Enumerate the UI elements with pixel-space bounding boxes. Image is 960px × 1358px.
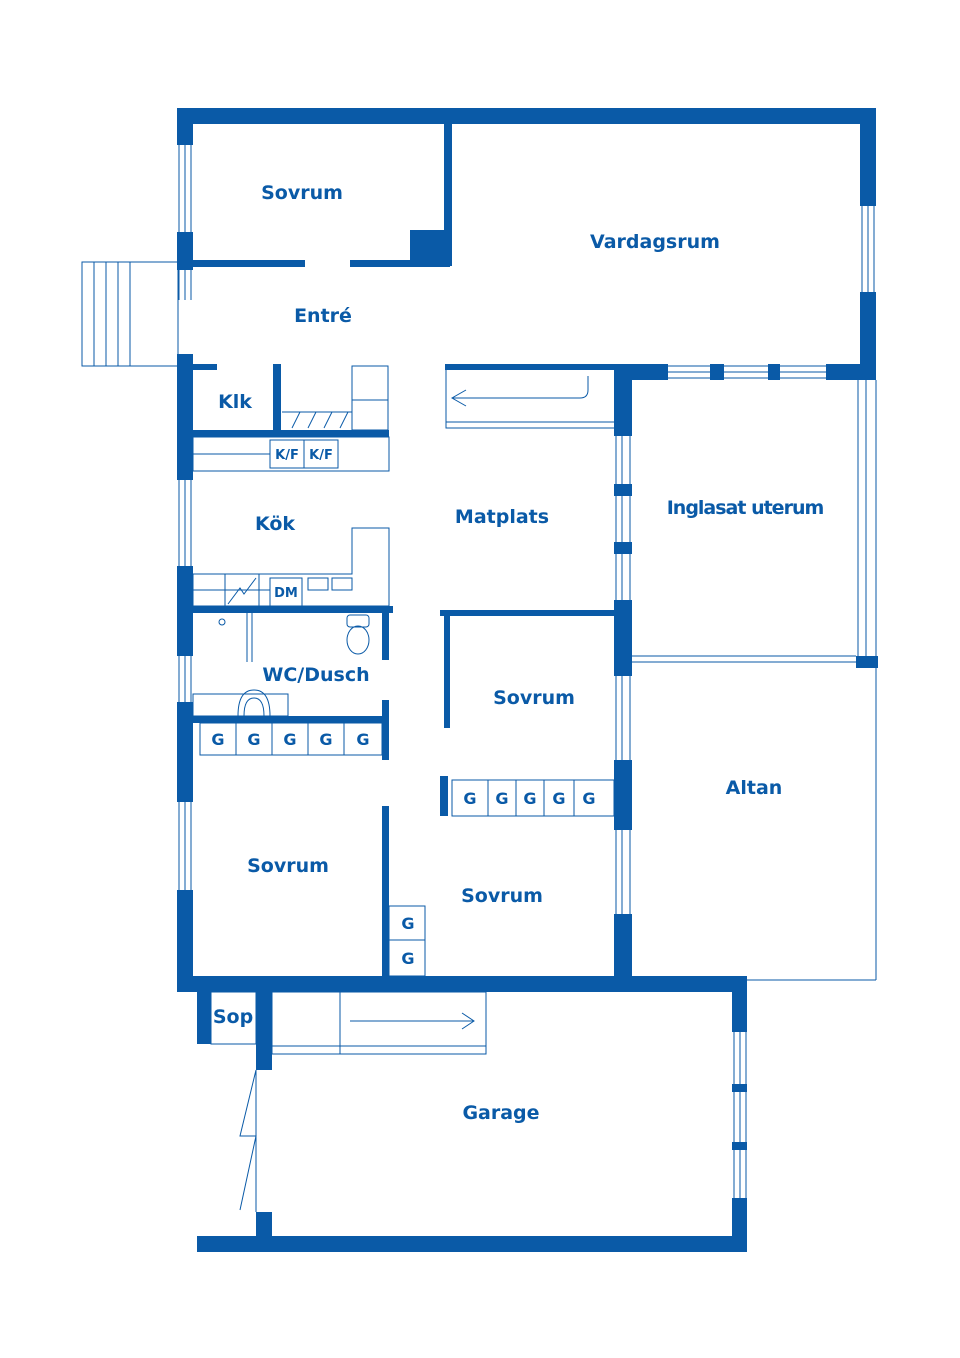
- label-kok: Kök: [255, 513, 295, 535]
- fixtures: [81, 261, 615, 1212]
- entrance-steps: [81, 261, 179, 367]
- wardrobe-a-door-2: G: [247, 730, 260, 749]
- wardrobe-a-door-5: G: [356, 730, 369, 749]
- outer-walls: [177, 108, 878, 1252]
- label-sovrum-bottom-center: Sovrum: [461, 885, 543, 907]
- labels: Sovrum Vardagsrum Entré Klk K/F K/F Kök …: [211, 182, 824, 1124]
- label-altan: Altan: [726, 777, 783, 799]
- garage-arrow: [350, 1012, 475, 1030]
- label-kf-1: K/F: [275, 448, 299, 463]
- wardrobe-b-door-1: G: [463, 789, 476, 808]
- label-klk: Klk: [218, 391, 252, 413]
- wardrobe-a: [199, 722, 383, 756]
- label-inglasat-uterum: Inglasat uterum: [667, 497, 824, 519]
- label-dm: DM: [274, 586, 298, 601]
- stair-arrow: [445, 370, 614, 429]
- label-sovrum-top: Sovrum: [261, 182, 343, 204]
- label-sop: Sop: [213, 1006, 253, 1028]
- label-entre: Entré: [294, 305, 352, 327]
- wardrobe-a-door-4: G: [319, 730, 332, 749]
- label-vardagsrum: Vardagsrum: [590, 231, 720, 253]
- label-garage: Garage: [462, 1102, 539, 1124]
- wardrobe-b-door-5: G: [582, 789, 595, 808]
- wardrobe-a-door-1: G: [211, 730, 224, 749]
- interior-walls: [193, 124, 630, 978]
- label-sovrum-bottom-left: Sovrum: [247, 855, 329, 877]
- wardrobe-c: [388, 905, 426, 977]
- label-matplats: Matplats: [455, 506, 549, 528]
- wardrobe-b-door-4: G: [552, 789, 565, 808]
- windows: [178, 145, 877, 1198]
- label-sovrum-mid: Sovrum: [493, 687, 575, 709]
- wardrobe-a-door-3: G: [283, 730, 296, 749]
- wardrobe-b: [451, 779, 615, 817]
- wardrobe-c-door-1: G: [401, 914, 414, 933]
- wardrobe-b-door-2: G: [495, 789, 508, 808]
- label-wc-dusch: WC/Dusch: [262, 664, 369, 686]
- wardrobe-b-door-3: G: [523, 789, 536, 808]
- wardrobe-c-door-2: G: [401, 949, 414, 968]
- label-kf-2: K/F: [309, 448, 333, 463]
